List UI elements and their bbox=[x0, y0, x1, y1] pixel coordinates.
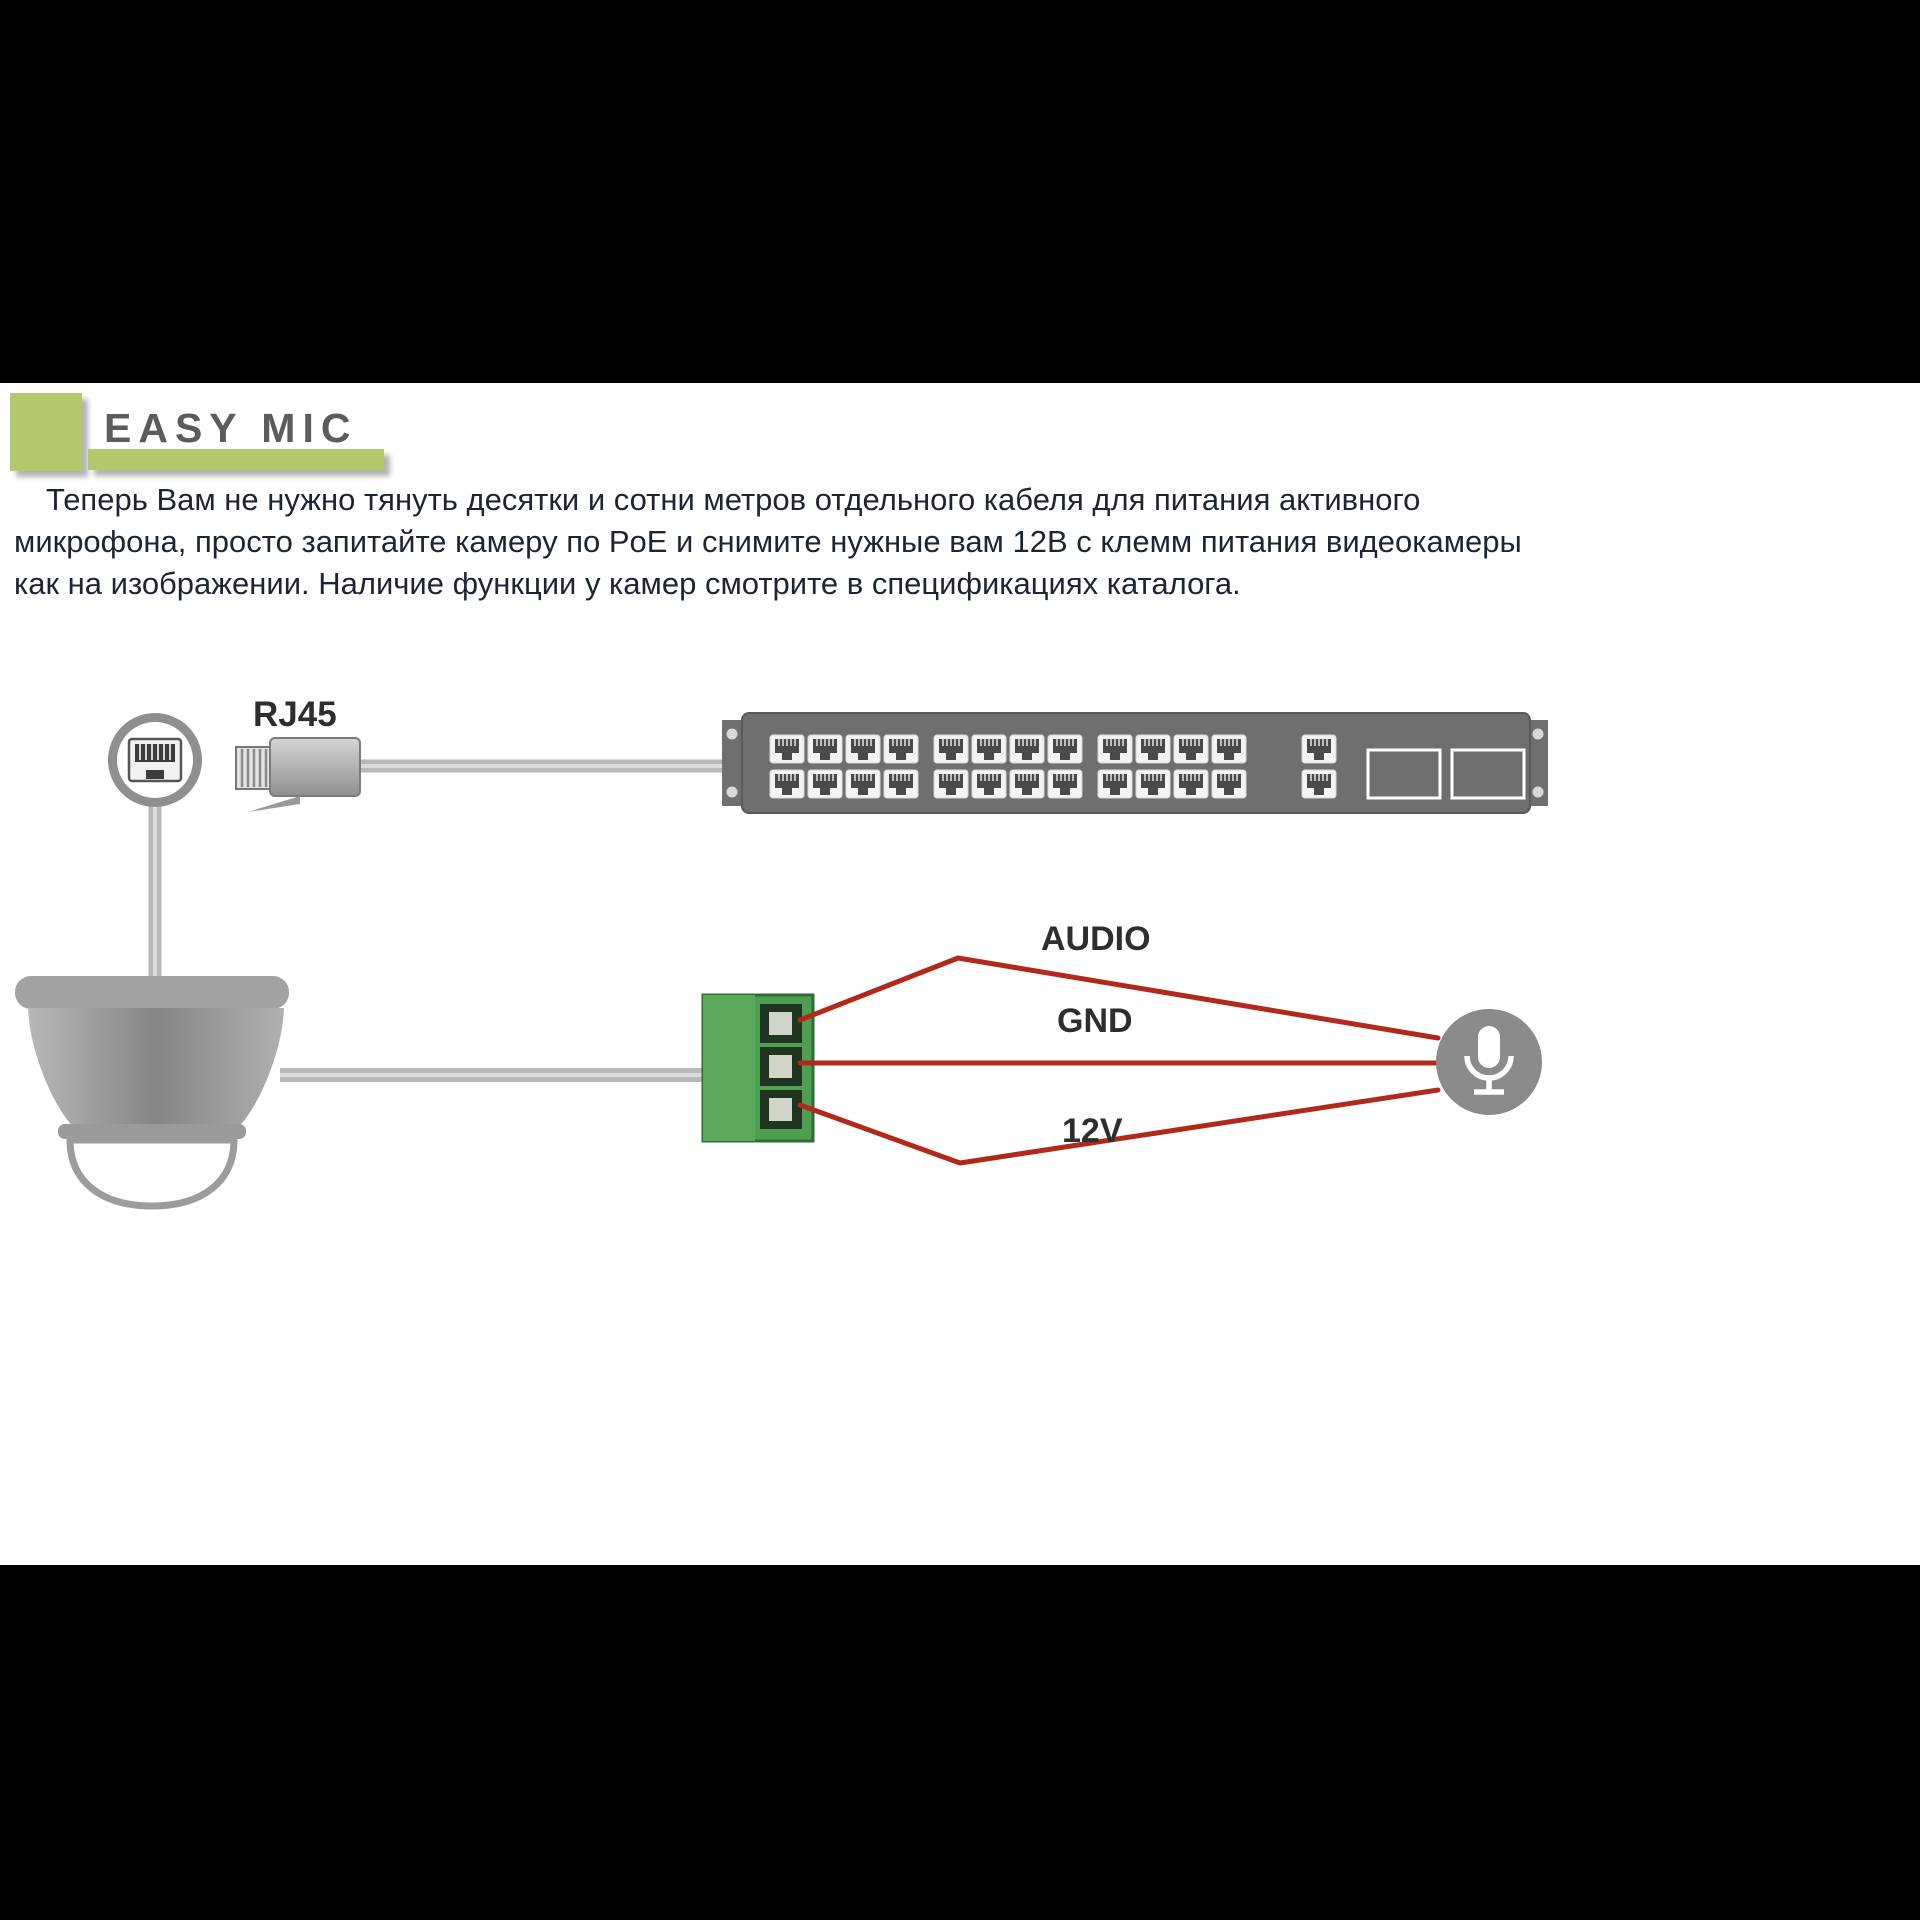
intro-paragraph: Теперь Вам не нужно тянуть десятки и сот… bbox=[14, 482, 1522, 601]
rj45-jack-icon bbox=[108, 713, 202, 807]
12v-wire bbox=[797, 1087, 1441, 1166]
microphone-icon bbox=[1436, 1009, 1542, 1115]
accent-underline bbox=[88, 449, 384, 470]
rj45-plug-icon bbox=[235, 737, 361, 812]
accent-square bbox=[10, 393, 82, 471]
terminal-block-icon bbox=[701, 993, 815, 1143]
page-title: EASY MIC bbox=[104, 405, 358, 451]
audio-label: AUDIO bbox=[1041, 920, 1151, 958]
dome-camera-icon bbox=[15, 976, 289, 1210]
wiring-diagram bbox=[15, 712, 1548, 1210]
gnd-label: GND bbox=[1057, 1002, 1133, 1040]
audio-wire bbox=[797, 955, 1441, 1041]
rj45-label: RJ45 bbox=[253, 695, 337, 734]
network-switch bbox=[722, 712, 1548, 814]
12v-label: 12V bbox=[1062, 1112, 1123, 1150]
page-content: EASY MIC Теперь Вам не нужно тянуть деся… bbox=[0, 383, 1920, 1565]
